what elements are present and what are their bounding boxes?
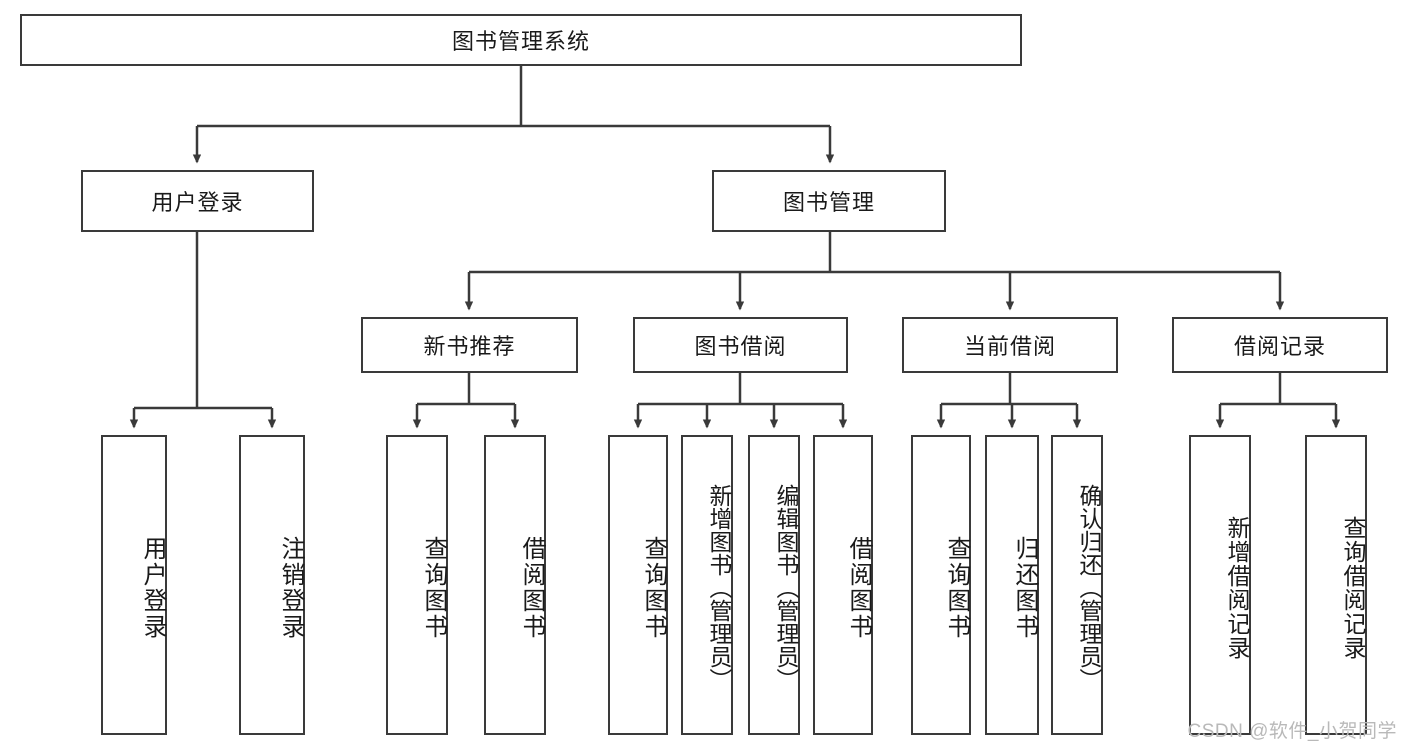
leaf-query-book-recommend-label: 查询图书 (420, 536, 447, 640)
leaf-query-book-borrow-label: 查询图书 (640, 536, 667, 640)
node-new-book-recommend-label: 新书推荐 (423, 334, 516, 359)
leaf-query-book-recommend[interactable]: 查询图书 (386, 435, 448, 735)
node-root-label: 图书管理系统 (451, 29, 590, 54)
node-user-login[interactable]: 用户登录 (81, 170, 314, 232)
node-current-borrow-label: 当前借阅 (963, 334, 1056, 359)
leaf-add-book-admin-label: 新增图书（管理员） (706, 483, 732, 691)
watermark: CSDN @软件_小贺同学 (1187, 721, 1397, 742)
node-book-management[interactable]: 图书管理 (712, 170, 946, 232)
leaf-logout[interactable]: 注销登录 (239, 435, 305, 735)
node-borrow-record-label: 借阅记录 (1233, 334, 1326, 359)
leaf-query-borrow-record[interactable]: 查询借阅记录 (1305, 435, 1367, 735)
node-book-borrow-label: 图书借阅 (694, 334, 787, 359)
leaf-borrow-book-recommend-label: 借阅图书 (518, 536, 545, 640)
leaf-user-login[interactable]: 用户登录 (101, 435, 167, 735)
leaf-add-borrow-record-label: 新增借阅记录 (1224, 516, 1250, 660)
leaf-add-borrow-record[interactable]: 新增借阅记录 (1189, 435, 1251, 735)
node-user-login-label: 用户登录 (151, 190, 244, 215)
leaf-edit-book-admin-label: 编辑图书（管理员） (773, 483, 799, 691)
node-new-book-recommend[interactable]: 新书推荐 (361, 317, 578, 373)
node-root[interactable]: 图书管理系统 (20, 14, 1022, 66)
node-book-borrow[interactable]: 图书借阅 (633, 317, 848, 373)
leaf-query-book-current[interactable]: 查询图书 (911, 435, 971, 735)
node-current-borrow[interactable]: 当前借阅 (902, 317, 1118, 373)
leaf-borrow-book[interactable]: 借阅图书 (813, 435, 873, 735)
node-borrow-record[interactable]: 借阅记录 (1172, 317, 1388, 373)
leaf-confirm-return-admin-label: 确认归还（管理员） (1076, 483, 1102, 691)
leaf-logout-label: 注销登录 (277, 536, 304, 640)
leaf-query-borrow-record-label: 查询借阅记录 (1340, 516, 1366, 660)
leaf-query-book-current-label: 查询图书 (943, 536, 970, 640)
leaf-return-book[interactable]: 归还图书 (985, 435, 1039, 735)
leaf-borrow-book-label: 借阅图书 (845, 536, 872, 640)
leaf-query-book-borrow[interactable]: 查询图书 (608, 435, 668, 735)
node-book-management-label: 图书管理 (782, 190, 875, 215)
leaf-borrow-book-recommend[interactable]: 借阅图书 (484, 435, 546, 735)
leaf-user-login-label: 用户登录 (139, 536, 166, 640)
leaf-confirm-return-admin[interactable]: 确认归还（管理员） (1051, 435, 1103, 735)
leaf-return-book-label: 归还图书 (1011, 536, 1038, 640)
leaf-add-book-admin[interactable]: 新增图书（管理员） (681, 435, 733, 735)
leaf-edit-book-admin[interactable]: 编辑图书（管理员） (748, 435, 800, 735)
